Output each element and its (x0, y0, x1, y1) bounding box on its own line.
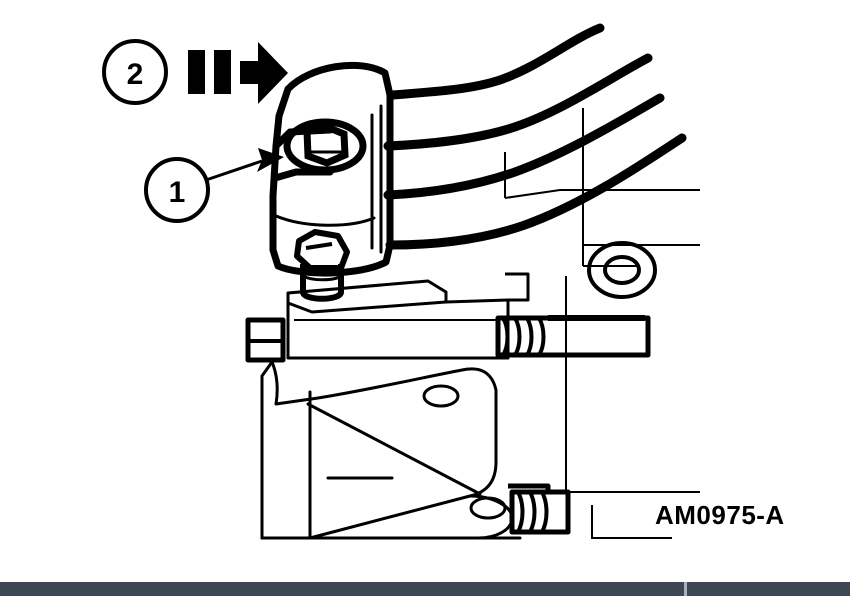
technical-figure: 2 1 AM0975-A (102, 23, 785, 540)
bracket-hole-upper (422, 384, 460, 408)
hose-third (383, 93, 665, 200)
direction-arrow-bar-1 (188, 50, 205, 94)
callout-2[interactable]: 2 (102, 39, 168, 105)
stud-lower-thread-1 (516, 491, 525, 533)
callout-1-arrowhead (257, 148, 284, 172)
status-bar (0, 582, 850, 596)
bracket-arm (260, 360, 522, 540)
bracket-arm-left-edge (260, 360, 274, 540)
boss-inner-hole (603, 255, 641, 285)
block-foot-line (591, 505, 672, 539)
callout-1[interactable]: 1 (144, 148, 284, 223)
bracket-arm-diagonal (306, 402, 482, 496)
stud-upper-thread-1 (501, 316, 510, 357)
block-ledge-line (504, 189, 700, 199)
stud-upper-thread-2 (513, 316, 522, 357)
threaded-stud-lower (508, 483, 571, 535)
callout-2-circle[interactable] (102, 39, 168, 105)
engine-block-face (504, 108, 700, 539)
threaded-stud-upper (495, 315, 651, 358)
bracket-outline (269, 61, 394, 277)
bracket-waist-line (274, 214, 376, 227)
direction-arrow-head (240, 42, 288, 104)
plate-right-step (505, 272, 530, 302)
nut-hex-top (294, 229, 350, 271)
bracket-hole-lower (469, 496, 507, 520)
side-bolt-head (245, 317, 286, 363)
hose-lower (383, 53, 653, 151)
bolt-recess-oval (283, 118, 367, 174)
stud-lower-thread-3 (540, 491, 549, 533)
callout-1-leader-line (205, 159, 263, 182)
bolt-hex-head (303, 123, 349, 167)
hose-group (383, 23, 687, 250)
side-bolt (245, 317, 286, 363)
callout-2-label: 2 (127, 58, 144, 91)
stud-upper-thread-3 (525, 316, 534, 357)
figure-linework: 2 1 (102, 23, 700, 540)
nut-shank-ring (302, 274, 342, 282)
callout-1-label: 1 (169, 176, 186, 209)
boss-eye (583, 241, 700, 299)
hose-fourth (385, 133, 687, 250)
direction-arrow-bar-2 (214, 50, 231, 94)
boss-outer-ring (587, 241, 657, 299)
hose-upper (387, 23, 605, 100)
stud-lower-cap (508, 483, 551, 492)
callout-1-circle[interactable] (144, 157, 210, 223)
status-bar-divider (684, 582, 687, 596)
plate-front-face (286, 298, 510, 360)
bracket-arm-outline (270, 360, 498, 540)
figure-id-label: AM0975-A (655, 500, 785, 530)
stud-upper-thread-4 (537, 316, 546, 357)
direction-arrow (188, 42, 288, 104)
mounting-plate (286, 272, 530, 360)
nut-hex-top-facet (305, 242, 333, 250)
stud-lower-thread-2 (528, 491, 537, 533)
upper-hex-bolt (283, 118, 367, 174)
